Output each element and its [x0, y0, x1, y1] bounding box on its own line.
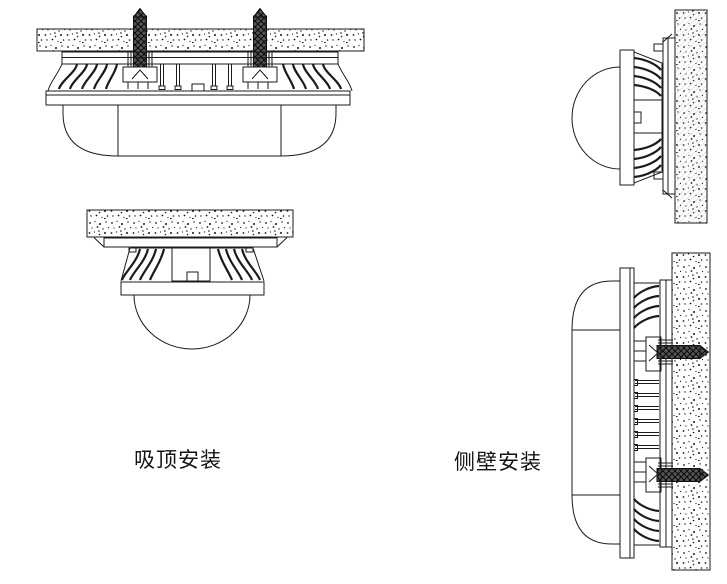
mounting-plate: [93, 237, 288, 253]
lamp-dome: [133, 294, 251, 350]
lamp-dome: [571, 66, 621, 170]
base-plate: [619, 49, 635, 186]
lamp-core: [171, 247, 211, 282]
wall-mount-sideview-figure: [571, 252, 711, 571]
wall-bracket: [653, 33, 676, 199]
center-notch: [191, 83, 205, 92]
heatsink-fins: [633, 51, 663, 184]
core-notch: [633, 111, 642, 124]
heatsink-fins: [47, 63, 353, 92]
lamp-core: [633, 99, 663, 134]
base-plate: [120, 281, 265, 296]
ceiling-mount-label: 吸顶安装: [134, 448, 222, 472]
lamp-body: [62, 105, 337, 157]
clamp-box: [645, 336, 662, 493]
ceiling-mount-sideview-figure: [36, 7, 365, 157]
anchor-bolt: [127, 7, 153, 68]
anchor-bolt: [656, 462, 710, 488]
wall-mount-label: 侧壁安装: [454, 450, 542, 474]
base-plate: [45, 90, 351, 106]
anchor-bolt: [656, 339, 710, 365]
lamp-body: [571, 280, 620, 545]
heatsink-fins: [120, 247, 265, 282]
ceiling-mount-dome-figure: [86, 209, 294, 350]
wall-slab: [671, 252, 711, 571]
clamp-box: [122, 66, 278, 83]
ceiling-slab: [36, 28, 365, 52]
core-notch: [186, 271, 199, 281]
wall-slab: [674, 9, 708, 224]
heatsink-fins: [633, 282, 660, 546]
ceiling-slab: [86, 209, 294, 238]
anchor-bolt: [247, 7, 273, 68]
base-plate: [619, 267, 635, 559]
wall-mount-dome-figure: [571, 9, 708, 224]
